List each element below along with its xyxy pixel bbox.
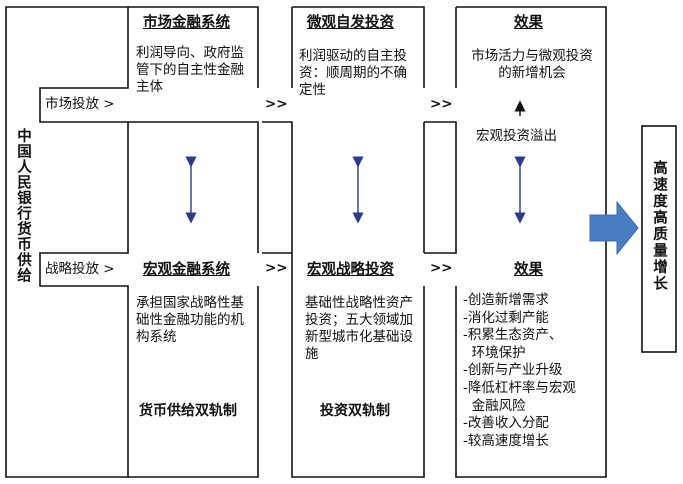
effect-item: -积累生态资产、 bbox=[463, 327, 563, 344]
macro-invest-desc: 基础性战略性资产投资；五大领域加新型城市化基础设施 bbox=[305, 295, 413, 362]
effect-item: 金融风险 bbox=[463, 397, 526, 414]
result-arrow-icon bbox=[589, 200, 639, 256]
pboc-supply-title: 中国人民银行货币供给 bbox=[15, 128, 31, 283]
effect-item: -改善收入分配 bbox=[463, 415, 549, 432]
flow-arrow-top-1: >> bbox=[265, 96, 288, 112]
effect-top-title: 效果 bbox=[514, 15, 543, 31]
macro-finance-box bbox=[128, 286, 259, 478]
effect-bottom-title: 效果 bbox=[514, 262, 543, 278]
market-finance-desc: 利润导向、政府监管下的自主性金融主体 bbox=[136, 45, 244, 95]
effect-item: -消化过剩产能 bbox=[463, 309, 549, 326]
effect-list: -创造新增需求 -消化过剩产能 -积累生态资产、 环境保护 -创新与产业升级 -… bbox=[463, 292, 576, 450]
market-finance-box bbox=[128, 6, 259, 253]
monetary-dual-track: 货币供给双轨制 bbox=[139, 403, 237, 419]
macro-invest-title: 宏观战略投资 bbox=[307, 262, 394, 278]
effect-item: -创造新增需求 bbox=[463, 292, 549, 308]
micro-invest-box bbox=[291, 6, 425, 253]
effect-item: -降低杠杆率与宏观 bbox=[463, 379, 576, 396]
effect-top-desc: 市场活力与微观投资的新增机会 bbox=[471, 48, 593, 81]
effect-item: 环境保护 bbox=[463, 344, 526, 361]
investment-dual-track: 投资双轨制 bbox=[320, 403, 390, 419]
strategic-release-label: 战略投放 > bbox=[45, 261, 115, 277]
macro-finance-title: 宏观金融系统 bbox=[143, 262, 230, 278]
effect-box bbox=[424, 6, 607, 478]
flow-arrow-bottom-1: >> bbox=[265, 260, 288, 276]
effect-item: -较高速度增长 bbox=[463, 432, 549, 449]
result-text: 高速度高质量增长 bbox=[651, 160, 667, 292]
macro-finance-desc: 承担国家战略性基础性金融功能的机构系统 bbox=[136, 295, 244, 345]
connector-pillars bbox=[262, 121, 293, 254]
effect-item: -创新与产业升级 bbox=[463, 362, 563, 379]
market-release-label: 市场投放 > bbox=[45, 96, 115, 112]
result-box bbox=[641, 125, 677, 353]
flow-arrow-bottom-2: >> bbox=[430, 260, 453, 276]
micro-invest-title: 微观自发投资 bbox=[307, 15, 394, 31]
macro-invest-box bbox=[291, 253, 425, 478]
market-finance-title: 市场金融系统 bbox=[143, 15, 230, 31]
macro-spillover-label: 宏观投资溢出 bbox=[476, 128, 557, 144]
micro-invest-desc: 利润驱动的自主投资：顺周期的不确定性 bbox=[299, 48, 407, 98]
flow-arrow-top-2: >> bbox=[430, 96, 453, 112]
